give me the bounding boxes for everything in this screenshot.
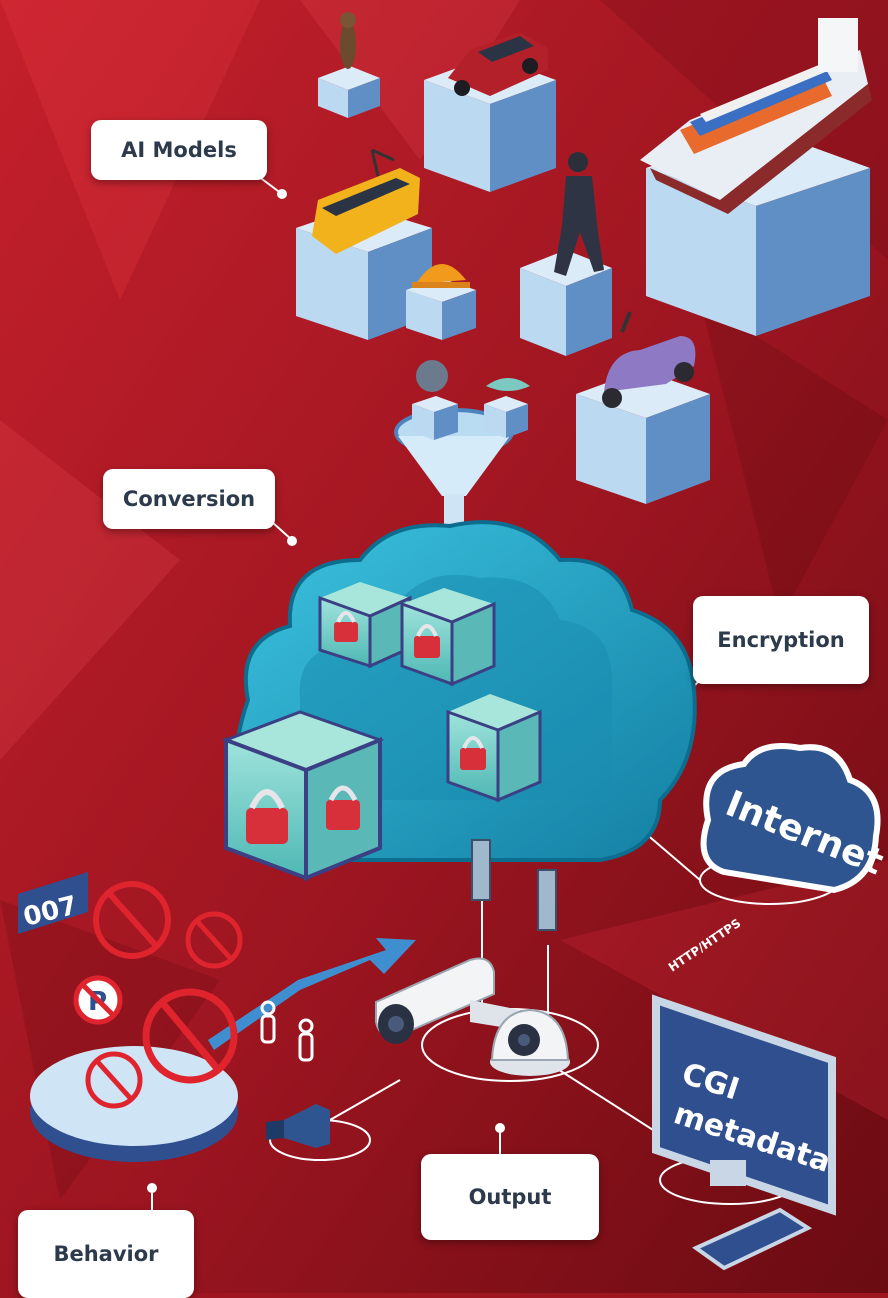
cgi-monitor: CGI metadata <box>652 994 836 1271</box>
no-parking-icon: P <box>73 975 123 1025</box>
lock-box-2 <box>400 588 496 687</box>
lock-box-3 <box>446 694 542 803</box>
lock-boxes <box>221 582 557 931</box>
output-label: Output <box>421 1154 599 1240</box>
bullet-camera <box>375 957 520 1044</box>
lock-box-1 <box>318 582 412 669</box>
cube-helmet <box>406 263 476 340</box>
no-vehicle-icon <box>142 988 238 1084</box>
no-bicycle-icon <box>185 911 243 969</box>
dome-camera <box>490 1008 570 1076</box>
people-icons <box>260 1000 314 1062</box>
behavior-label: Behavior <box>18 1210 194 1298</box>
cloud-pipes <box>471 839 557 931</box>
ai-model-cubes <box>296 12 872 504</box>
smartphone <box>692 1207 813 1271</box>
no-crowd-icon <box>93 881 171 959</box>
cube-cat <box>318 12 380 118</box>
cube-tram <box>296 148 432 340</box>
internet-cloud: Internet <box>699 743 888 905</box>
cube-car <box>424 32 556 192</box>
lock-box-large <box>221 710 385 881</box>
megaphone <box>266 1104 371 1161</box>
cube-person <box>520 152 612 356</box>
cameras <box>375 957 599 1082</box>
container-stack <box>680 62 832 154</box>
cube-ship <box>640 18 872 336</box>
cube-scooter <box>576 311 710 504</box>
conversion-funnel <box>394 360 530 542</box>
no-object-icon <box>85 1051 143 1109</box>
ai-models-label: AI Models <box>91 120 267 180</box>
encryption-label: Encryption <box>693 596 869 684</box>
conversion-label: Conversion <box>103 469 275 529</box>
